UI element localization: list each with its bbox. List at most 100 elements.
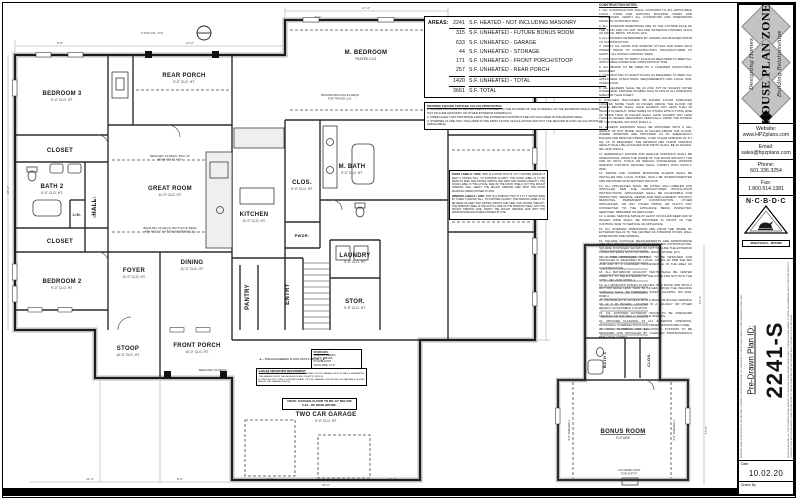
room-label: LAUNDRY xyxy=(339,253,370,259)
phone-value: 601.336.3254 xyxy=(750,168,782,175)
contact-website: Website: www.HPZplans.com xyxy=(739,123,793,141)
house-plan-zone-logo: Designing Homes HOUSE PLAN ZONE Building… xyxy=(739,5,793,123)
construction-note: 9. PORCHES, BALCONIES OR RAISED FLOOR SU… xyxy=(599,97,692,125)
website-label: Website: xyxy=(755,125,777,132)
construction-note: 7. CONTRACTOR TO ADAPT PLANS AS REQUIRED… xyxy=(599,73,692,85)
room-label: REAR PORCH xyxy=(162,73,205,79)
stair-data-line: W/ (15) TREADS xyxy=(313,357,333,361)
room-ceiling-height: 11'-0" CLG. HT. xyxy=(242,219,265,223)
construction-note: 17. A FIRE SPRINKLER SYSTEM TO BE DESIGN… xyxy=(599,254,692,270)
construction-note: 20. PROVIDE ATTIC ACCESS WITH A MINIMUM … xyxy=(599,298,692,310)
plan-note: BEAM ABV. AS REQ'D. xyxy=(199,368,227,372)
sqft-notes-title: DRAWING SQUARE FOOTAGE CALCULATION NOTES… xyxy=(427,103,503,108)
construction-note: 16. SQUARE FOOTAGE MEASUREMENTS ARE APPR… xyxy=(599,238,692,254)
dimension-text: 12'-0" xyxy=(186,41,194,45)
door-label-title: DOOR LABELS / SIZE: xyxy=(452,173,482,176)
room-label: TWO CAR GARAGE xyxy=(296,412,357,418)
plan-copyright-note-left: HOUSE PLAN ZONE, LLC HAS PREPARED AND OW… xyxy=(739,261,743,458)
construction-note: 23. HVAC, PLUMBING AND ELECTRICAL SYSTEM… xyxy=(599,327,692,339)
room-label: LIN. xyxy=(73,212,82,217)
sqft-note-line: 2. FIREPLACES THAT PROTRUDE FROM THE EXT… xyxy=(427,114,584,119)
room-label: BATH 2 xyxy=(40,184,63,190)
dimension-text: 8'-0" xyxy=(177,477,183,481)
room-label: STOR. xyxy=(345,299,365,305)
phone-label: Phone: xyxy=(757,161,775,168)
dimension-text: 34'-0" xyxy=(6,186,10,194)
logo-tagline-building: Building Relationships xyxy=(777,30,783,98)
door-window-label-box: DOOR LABELS / SIZE: 3080 IS A DOOR THAT … xyxy=(449,170,548,220)
garage-separation-box: GARAGE SEPARATION REQUIREMENT:A. CONTRAC… xyxy=(256,368,367,387)
room-label: BEDROOM 2 xyxy=(42,279,81,285)
stair-data-line: W/ SUBFLOOR xyxy=(313,360,332,364)
contact-fax: Fax: 1.800.514.1381 xyxy=(739,177,793,195)
room-ceiling-height: 11'-0" CLG. HT. xyxy=(122,275,145,279)
floor-joists-note: ◄— PRE-ENGINEERED FLOOR JOISTS ABOVE —► xyxy=(258,358,326,361)
dimension-text: 14'-8" xyxy=(704,426,708,434)
porch-columns xyxy=(145,51,227,378)
construction-note: 18. ALL BATHROOM EXHAUST VENTS SHALL BE … xyxy=(599,270,692,282)
window-openings xyxy=(12,17,691,425)
plan-note: LOUVERED VENT xyxy=(618,468,641,472)
drawn-by-cell: Drawn By xyxy=(739,481,793,494)
construction-note: 4. VERIFY ALL DOOR AND WINDOW STYLES AND… xyxy=(599,44,692,56)
construction-note: 5. CONTRACTOR TO VERIFY PLANS AS REQUIRE… xyxy=(599,56,692,65)
room-ceiling-height: 10'-0" CLG. HT. xyxy=(185,350,209,354)
plan-note: ABV. AT 11'-2" A.F.F. (FLUSH BEAM CLG.) xyxy=(144,230,195,234)
window-label-text: 3050 IS A WINDOW THAT IS 3 FT 0 INCHES W… xyxy=(452,194,545,215)
ncbdc-certification: N·C·B·D·C JONATHAN L. MOORE xyxy=(739,195,793,258)
plan-note: BEAM AT 8'-0" A.F.F. xyxy=(158,158,183,162)
email-label: Email: xyxy=(758,143,774,150)
garage-sep-line: A. CONTRACTOR TO PROVIDE 1/2" GYPSUM BOA… xyxy=(258,373,365,378)
room-ceiling-height: 9'-0" CLG. HT. xyxy=(341,171,363,175)
room-ceiling-height: TRAYED CLG. xyxy=(355,57,377,61)
room-ceiling-height: 9'-0" CLG. HT. xyxy=(51,98,73,102)
construction-note: 8. ALL HEADERS SHALL BE (2) 2X10 SYP #2 … xyxy=(599,85,692,98)
logo-title: HOUSE PLAN ZONE xyxy=(758,5,773,123)
room-label: KITCHEN xyxy=(240,212,269,218)
ncbdc-certified-name: JONATHAN L. MOORE xyxy=(742,239,790,247)
plan-note: 5'-0" KNEEWALL xyxy=(567,419,571,440)
plan-note: PROVIDE BRACING AS REQ'D xyxy=(321,93,359,97)
construction-notes-column: CONSTRUCTION NOTES: 1. ALL CONSTRUCTION … xyxy=(599,3,692,341)
construction-note: 2. ALL EXTERIOR DIMENSIONS ARE TO THE OU… xyxy=(599,23,692,36)
room-ceiling-height: 9'-0" CLG. HT. xyxy=(291,187,313,191)
website-value: www.HPZplans.com xyxy=(742,132,790,139)
dimension-text: 26'-0" xyxy=(322,483,330,487)
sqft-calculation-notes: DRAWING SQUARE FOOTAGE CALCULATION NOTES… xyxy=(424,102,608,130)
construction-note: 10. EGRESS WINDOWS SHALL BE PROVIDED WIT… xyxy=(599,124,692,152)
room-label: CLOSET xyxy=(47,148,73,154)
date-value: 10.02.20 xyxy=(748,468,784,478)
room-ceiling-height: 9'-0" CLG. HT. xyxy=(315,419,337,423)
room-label: FRONT PORCH xyxy=(173,343,220,349)
construction-note: 12. SMOKE AND CARBON MONOXIDE ALARMS SHA… xyxy=(599,171,692,183)
room-label: CLOS. xyxy=(646,353,651,367)
room-label: FOYER xyxy=(123,268,146,274)
room-label: STOOP xyxy=(117,346,139,352)
date-cell: Date: 10.02.20 xyxy=(739,460,793,481)
plan-id-value: 2241-S xyxy=(762,321,787,398)
door-label-text: 3080 IS A DOOR THAT IS 3 FT 0 INCHES WID… xyxy=(452,173,545,193)
construction-notes-title: CONSTRUCTION NOTES: xyxy=(599,3,638,7)
construction-note: 14. A LEVEL SERVICE SPACE AT LEAST 30 IN… xyxy=(599,214,692,226)
sqft-note-line: 1. SQUARE FOOTAGE OF HEATED AREA IS FIGU… xyxy=(427,107,600,116)
ncbdc-title: N·C·B·D·C xyxy=(745,197,786,205)
dimension-text: 11'-4" xyxy=(86,477,94,481)
email-value: sales@hpzplans.com xyxy=(741,150,791,157)
dimension-text: 9'-0" xyxy=(267,477,273,481)
construction-note: 3. ALL FINISHES DETERMINED BY OWNER AND … xyxy=(599,36,692,44)
stair-data-line: 16 EQUAL RISERS xyxy=(313,354,336,358)
fax-value: 1.800.514.1381 xyxy=(747,186,785,193)
room-label: CLOSET xyxy=(47,239,73,245)
plan-note: BEAM ABV. AS REQ'D. BOTTOM OF BEAM xyxy=(143,226,197,230)
interior-walls xyxy=(15,55,660,381)
